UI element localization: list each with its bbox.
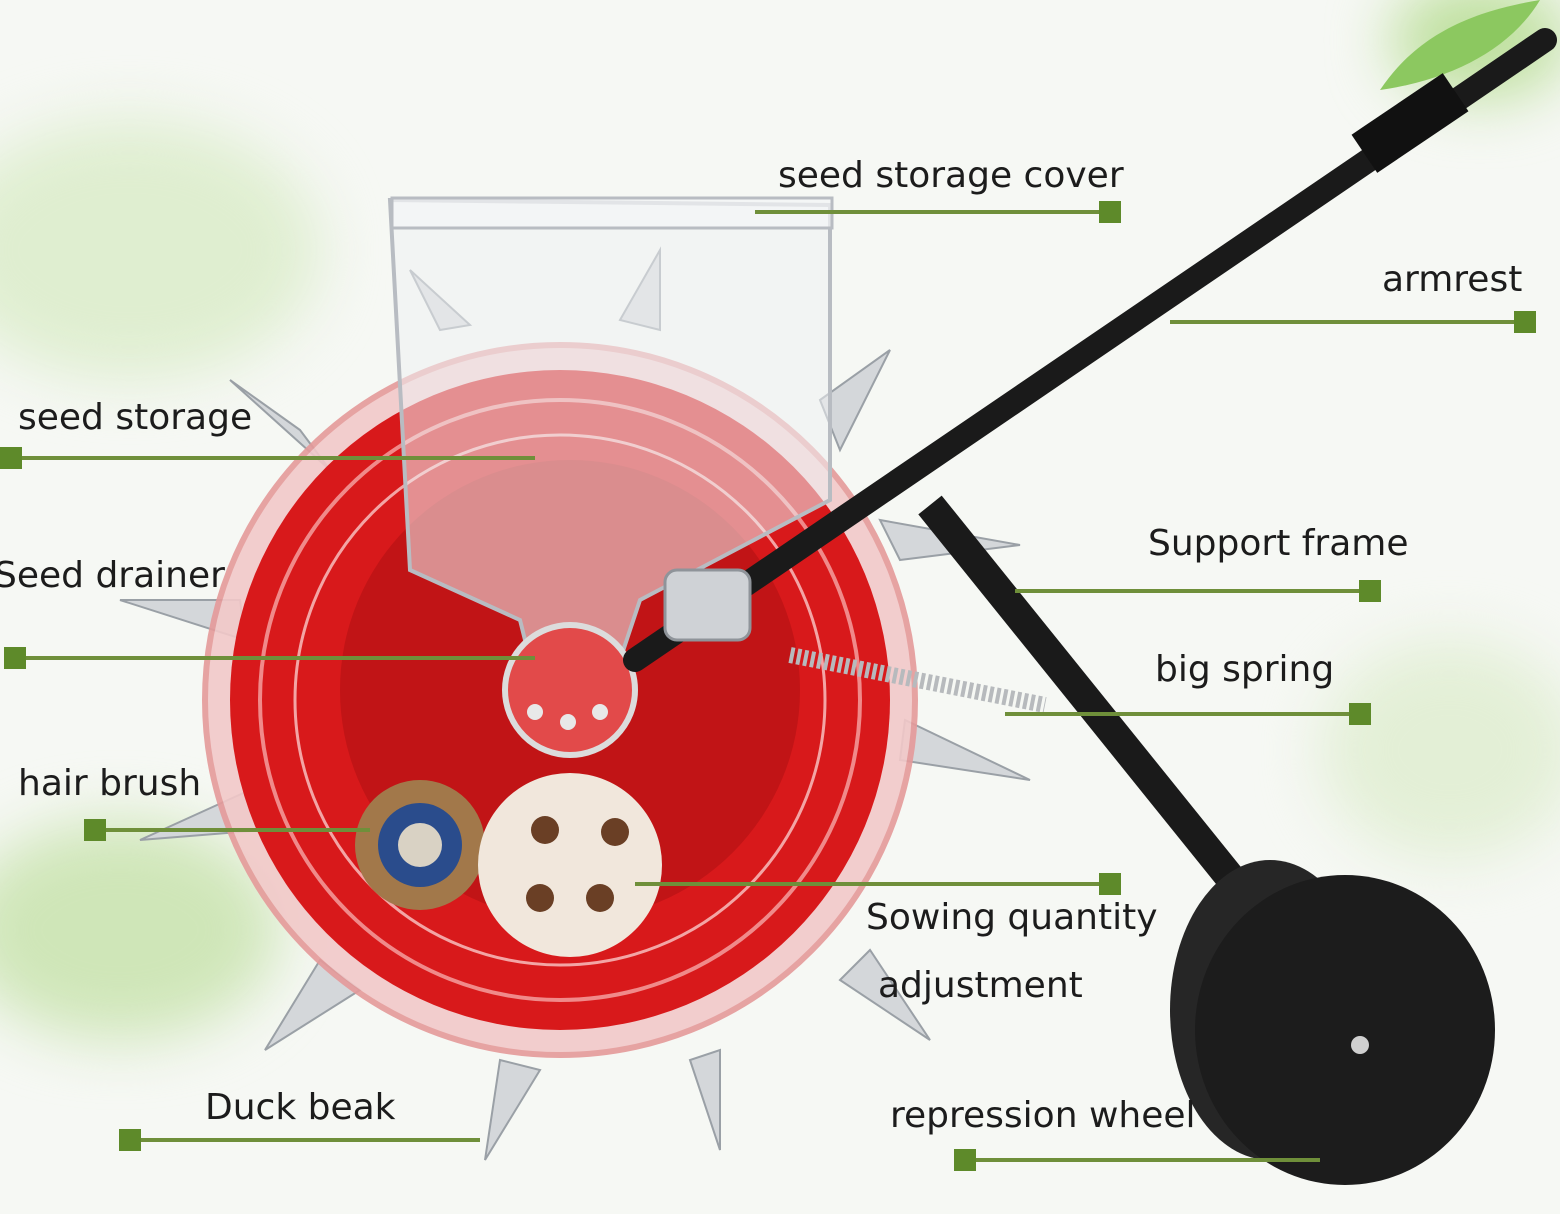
sowing-quantity-disc	[478, 773, 662, 957]
sowing-hole	[586, 884, 614, 912]
label-repression-wheel: repression wheel	[890, 1095, 1196, 1136]
marker-seed-storage	[0, 447, 22, 469]
label-seed-storage: seed storage	[18, 397, 253, 438]
sowing-hole	[601, 818, 629, 846]
marker-seed-drainer	[4, 647, 26, 669]
hub-bolt	[560, 714, 576, 730]
sowing-hole	[526, 884, 554, 912]
hair-brush-center	[398, 823, 442, 867]
marker-seed-storage-cover	[1099, 201, 1121, 223]
seed-drainer-hub	[502, 622, 638, 758]
label-hair-brush: hair brush	[18, 763, 202, 804]
label-big-spring: big spring	[1155, 649, 1335, 690]
repression-wheel-face	[1195, 875, 1495, 1185]
label-armrest: armrest	[1382, 259, 1523, 300]
background-leaf-blur	[0, 820, 280, 1040]
background-leaf-blur	[0, 120, 320, 380]
marker-hair-brush	[84, 819, 106, 841]
marker-duck-beak	[119, 1129, 141, 1151]
hub-bolt	[527, 704, 543, 720]
label-seed-storage-cover: seed storage cover	[778, 155, 1124, 196]
wheel-axle-bolt	[1351, 1036, 1369, 1054]
marker-sowing-quantity	[1099, 873, 1121, 895]
leader-markers	[0, 201, 1536, 1171]
label-seed-drainer: Seed drainer	[0, 555, 225, 596]
marker-armrest	[1514, 311, 1536, 333]
leader-lines	[10, 210, 1525, 1162]
big-spring-coil	[788, 647, 1047, 713]
sowing-hole	[531, 816, 559, 844]
leaf-shape	[1380, 0, 1540, 90]
label-sowing-quantity: Sowing quantity	[866, 897, 1158, 938]
handle-clamp	[663, 568, 752, 642]
label-adjustment: adjustment	[878, 965, 1083, 1006]
marker-support-frame	[1359, 580, 1381, 602]
handle-grip-sleeve	[1351, 73, 1469, 173]
hub-bolt	[592, 704, 608, 720]
label-support-frame: Support frame	[1148, 523, 1409, 564]
background-leaf-blur	[1320, 640, 1560, 860]
label-duck-beak: Duck beak	[205, 1087, 396, 1128]
marker-big-spring	[1349, 703, 1371, 725]
hopper-top-lid	[390, 196, 834, 230]
marker-repression-wheel	[954, 1149, 976, 1171]
